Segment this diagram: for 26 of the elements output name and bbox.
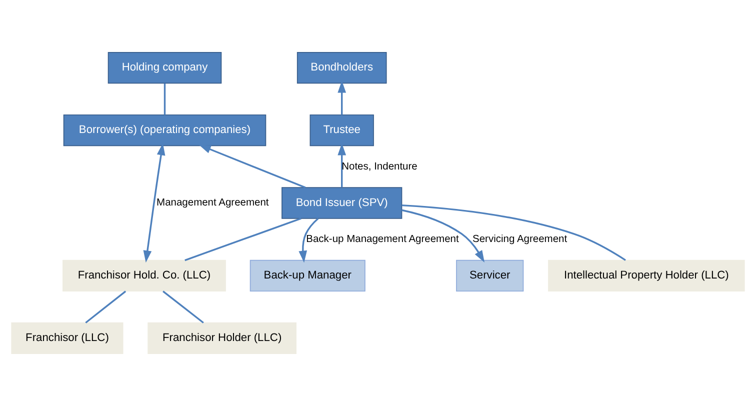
arrow (338, 80, 346, 115)
connector (162, 290, 204, 324)
node-box: Intellectual Property Holder (LLC) (548, 260, 745, 292)
node-box: Back-up Manager (250, 260, 366, 292)
edge-label: Management Agreement (156, 198, 269, 209)
node-box: Franchisor (LLC) (11, 322, 124, 354)
edge-label: Notes, Indenture (342, 161, 418, 172)
edge-label: Back-up Management Agreement (306, 234, 459, 246)
arrow (402, 209, 485, 263)
node-box: Trustee (310, 114, 374, 146)
arrow (198, 144, 306, 188)
node-box: Holding company (108, 52, 222, 84)
edge-label: Servicing Agreement (472, 234, 568, 246)
node-box: Bondholders (296, 52, 387, 84)
node-box: Franchisor Hold. Co. (LLC) (62, 260, 226, 292)
arrow (143, 143, 166, 263)
connector (85, 290, 126, 324)
arrow (298, 218, 319, 263)
arrow (338, 143, 346, 188)
node-box: Borrower(s) (operating companies) (63, 114, 266, 146)
connector (184, 218, 302, 262)
node-box: Bond Issuer (SPV) (282, 187, 402, 219)
connector (402, 204, 626, 261)
node-box: Franchisor Holder (LLC) (148, 322, 296, 354)
connector (164, 83, 166, 115)
node-box: Servicer (456, 260, 524, 292)
